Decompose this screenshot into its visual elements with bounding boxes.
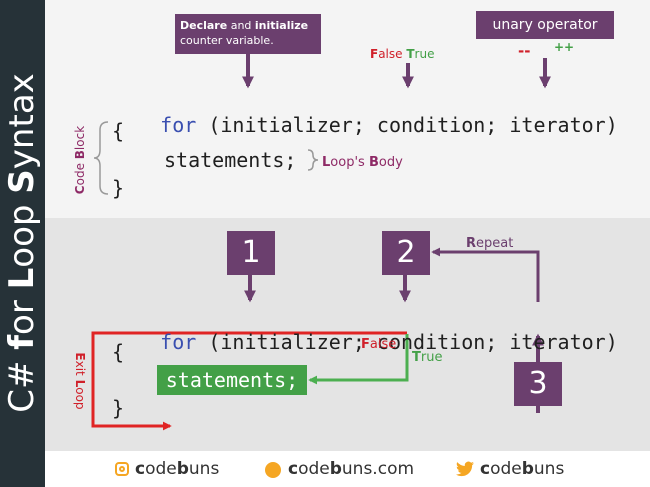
decrement-label: -- (518, 42, 531, 60)
code-block-label: Code Block (73, 125, 87, 195)
bottom-code-line-for: for (initializer; condition; iterator) (160, 330, 618, 354)
declare-callout: Declare and initialize counter variable. (175, 14, 321, 54)
repeat-label: Repeat (466, 236, 514, 251)
false-true-label: False True (370, 47, 435, 61)
top-code-close-brace: } (112, 176, 125, 200)
sidebar (0, 0, 45, 487)
exit-loop-arrow (91, 331, 407, 431)
exit-loop-label: Exit Loop (73, 352, 87, 410)
true-arrow (308, 334, 409, 385)
increment-label: ++ (554, 40, 575, 54)
top-code-statements: statements; (164, 148, 297, 172)
top-code-open-brace: { (112, 119, 125, 143)
step-3-box: 3 (514, 362, 562, 406)
bottom-statements-box: statements; (157, 365, 307, 395)
unary-operator-callout: unary operator (476, 11, 614, 39)
step-2-box: 2 (382, 231, 430, 275)
step-1-box: 1 (227, 231, 275, 275)
loop-body-brace (307, 149, 319, 171)
false-label: False (361, 337, 397, 352)
bottom-code-open-brace: { (112, 340, 125, 364)
loop-body-label: Loop's Body (322, 155, 403, 170)
true-label: True (412, 350, 443, 365)
footer-instagram-handle[interactable]: codebuns (135, 459, 220, 479)
top-code-line-for: for (initializer; condition; iterator) (160, 113, 618, 137)
twitter-icon (456, 461, 474, 477)
footer (45, 451, 650, 487)
footer-twitter-handle[interactable]: codebuns (480, 459, 565, 479)
globe-icon (265, 462, 281, 478)
footer-website[interactable]: codebuns.com (288, 459, 415, 479)
code-block-brace (93, 121, 109, 195)
bottom-code-close-brace: } (112, 396, 125, 420)
instagram-icon (115, 462, 129, 476)
repeat-arrow (431, 247, 540, 302)
